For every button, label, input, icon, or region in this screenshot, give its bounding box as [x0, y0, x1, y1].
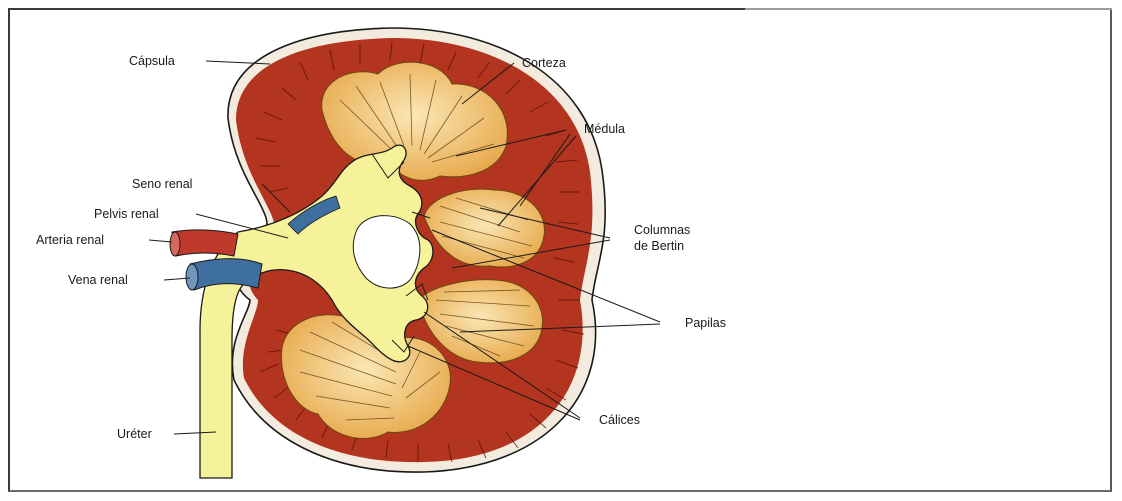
label-papilas: Papilas [685, 316, 726, 330]
renal-artery [172, 230, 238, 256]
label-medula: Médula [584, 122, 625, 136]
renal-artery-end [170, 232, 180, 256]
label-vena-renal: Vena renal [68, 273, 128, 287]
label-arteria-renal: Arteria renal [36, 233, 104, 247]
label-de-bertin: de Bertin [634, 239, 684, 253]
label-seno-renal: Seno renal [132, 177, 192, 191]
label-corteza: Corteza [522, 56, 566, 70]
renal-vein-end [186, 264, 198, 290]
label-capsula: Cápsula [129, 54, 175, 68]
label-ureter: Uréter [117, 427, 152, 441]
label-calices: Cálices [599, 413, 640, 427]
label-columnas: Columnas [634, 223, 690, 237]
label-pelvis-renal: Pelvis renal [94, 207, 159, 221]
